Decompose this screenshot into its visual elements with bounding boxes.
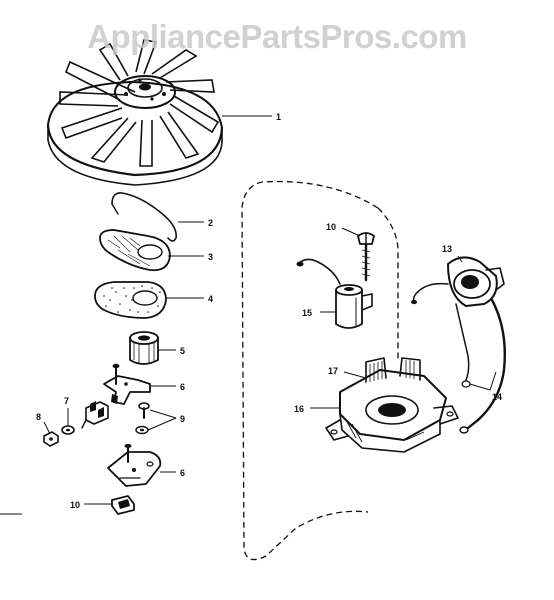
callout-7: 7: [64, 396, 69, 406]
callout-2: 2: [208, 218, 213, 228]
dashed-group-boundary: [241, 180, 379, 561]
callout-5: 5: [180, 346, 185, 356]
callout-6-lower: 6: [180, 468, 185, 478]
callout-labels: 1 2 3 4 5 6 9 6 7 8 10 10 15 13 14 17 16: [36, 112, 502, 510]
callout-14: 14: [492, 392, 502, 402]
gasket-part[interactable]: [94, 281, 167, 319]
callout-9: 9: [180, 414, 185, 424]
cam-sleeve-part[interactable]: [129, 331, 159, 365]
callout-10-upper: 10: [326, 222, 336, 232]
callout-10-lower: 10: [70, 500, 80, 510]
callout-13: 13: [442, 244, 452, 254]
callout-17: 17: [328, 366, 338, 376]
breaker-arm-part[interactable]: [103, 363, 151, 405]
cover-plate-part[interactable]: [99, 229, 171, 272]
ignition-coil-part[interactable]: [411, 256, 506, 434]
screw-washer-part[interactable]: [135, 402, 150, 435]
spring-clip-part[interactable]: [111, 192, 177, 242]
callout-3: 3: [208, 252, 213, 262]
callout-15: 15: [302, 308, 312, 318]
felt-wick-part[interactable]: [111, 495, 135, 515]
condenser-part[interactable]: [296, 258, 373, 329]
callout-1: 1: [276, 112, 281, 122]
flywheel-part[interactable]: [46, 39, 224, 186]
armature-plate-part[interactable]: [325, 357, 459, 453]
nut-part[interactable]: [43, 431, 59, 447]
callout-6-upper: 6: [180, 382, 185, 392]
washer-part[interactable]: [61, 425, 75, 435]
callout-8: 8: [36, 412, 41, 422]
callout-16: 16: [294, 404, 304, 414]
watermark-text: AppliancePartsPros.com: [87, 18, 467, 55]
leader-lines: [0, 115, 497, 515]
screw-part[interactable]: [357, 232, 375, 282]
breaker-plate-part[interactable]: [107, 444, 162, 487]
terminal-block-part[interactable]: [81, 401, 109, 429]
callout-4: 4: [208, 294, 213, 304]
